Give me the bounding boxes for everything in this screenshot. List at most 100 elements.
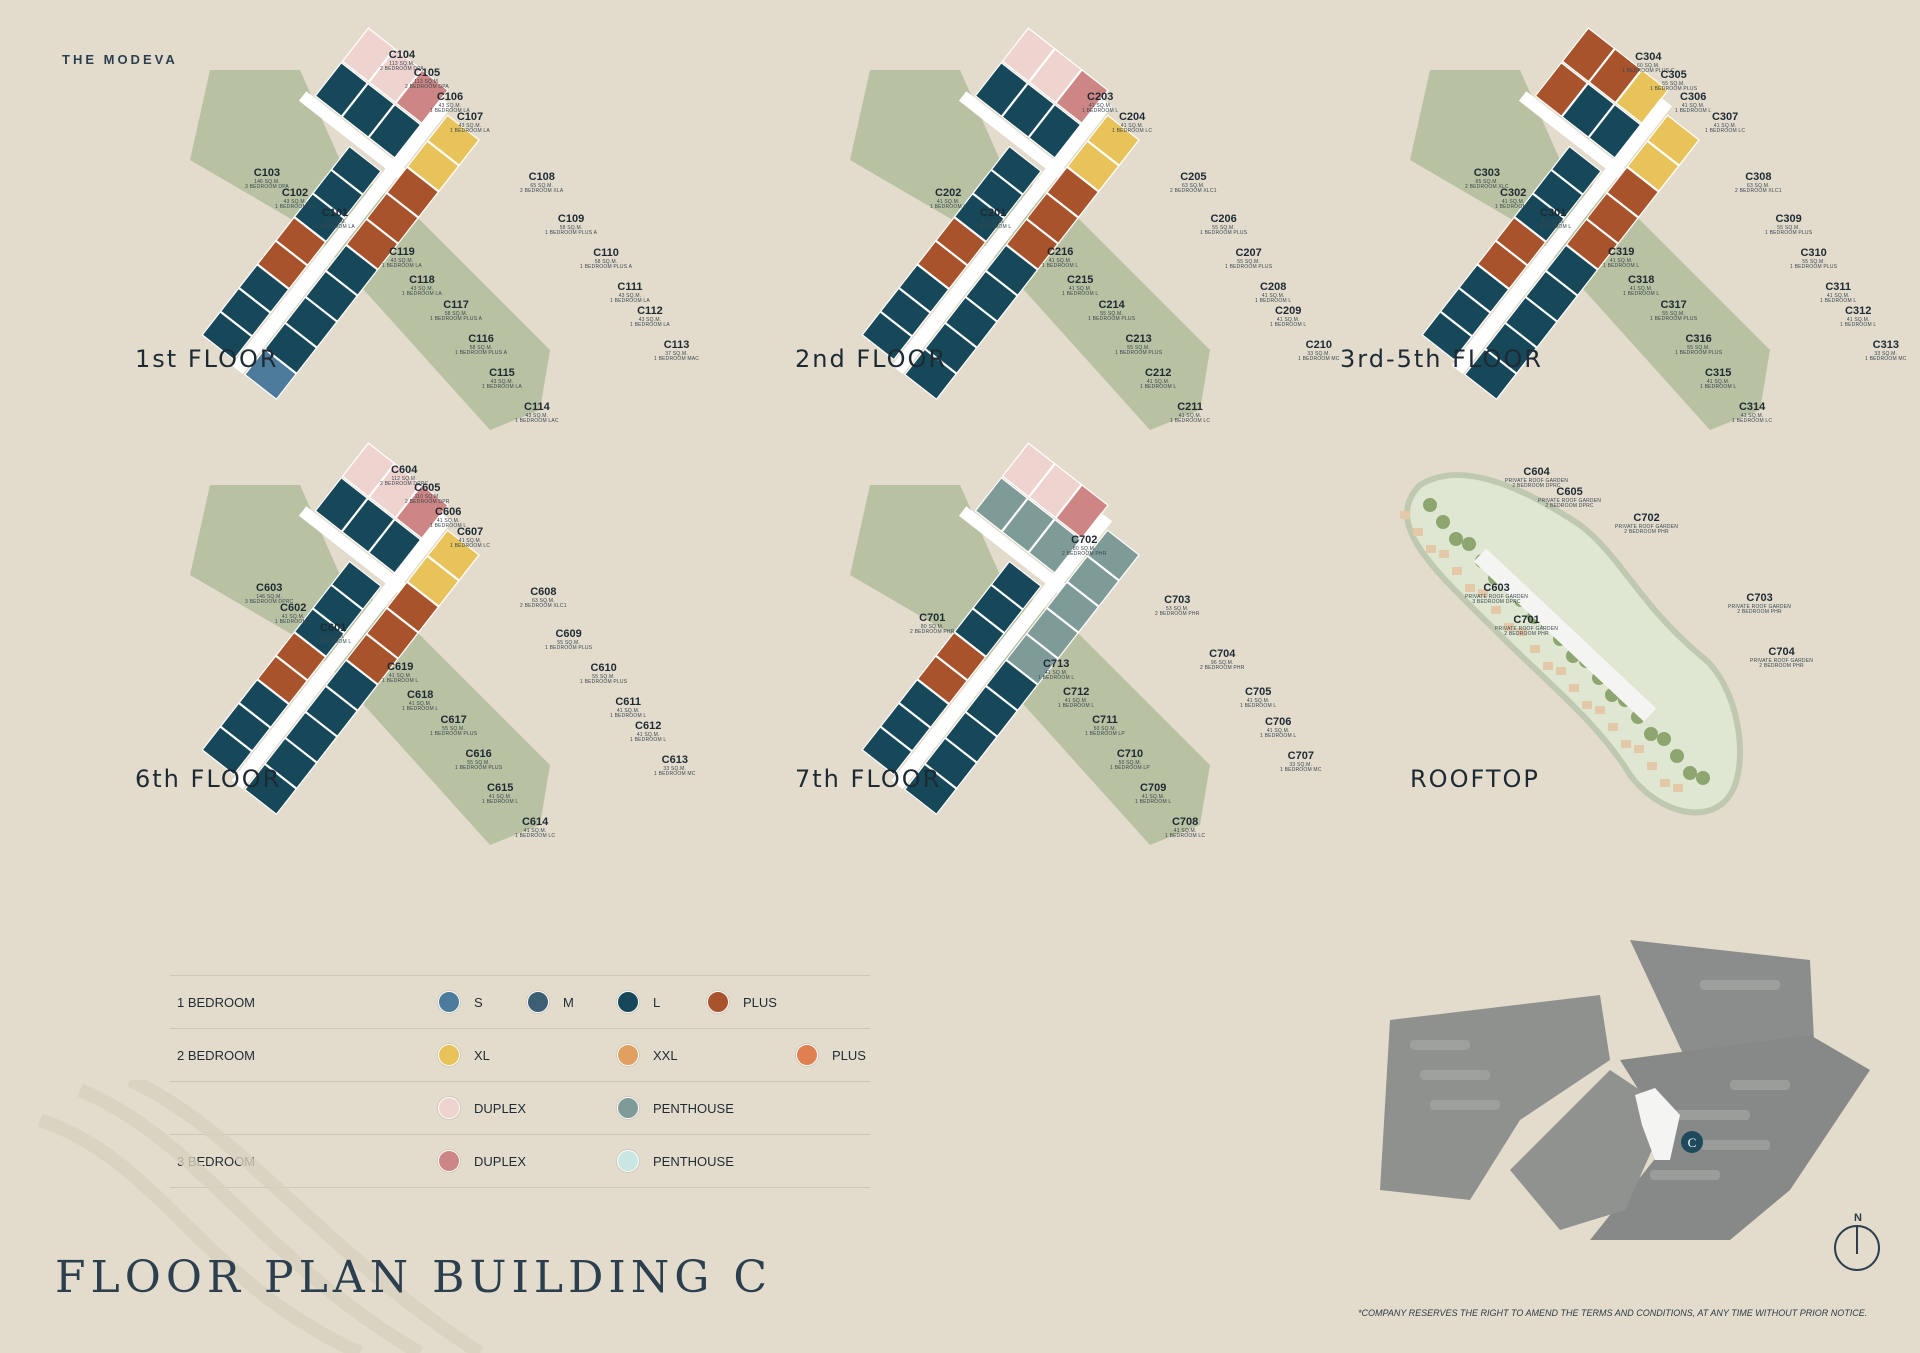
unit-block: [965, 685, 1018, 738]
unit-id: C604: [391, 464, 418, 476]
unit-block: [312, 584, 364, 634]
unit-block: [1513, 193, 1565, 243]
unit-type: 1 BEDROOM PLUS: [455, 764, 503, 771]
unit-size: 58 SQ.M.: [559, 224, 583, 231]
unit-id: C303: [1473, 167, 1501, 179]
unit-block: [944, 296, 998, 349]
building-blocks: [201, 442, 480, 816]
unit-block: [935, 631, 987, 681]
unit-id: C614: [521, 816, 549, 828]
unit-type: 2 BEDROOM DPA: [380, 65, 424, 72]
unit-id: C606: [435, 506, 462, 518]
unit-size: 53 SQ.M.: [1165, 605, 1189, 612]
unit-id: C315: [1705, 367, 1732, 379]
unit-id: C619: [387, 661, 414, 673]
unit-size: 41 SQ.M.: [281, 613, 305, 620]
unit-type: 1 BEDROOM MC: [1280, 766, 1322, 773]
unit-block: [312, 169, 364, 219]
unit-type: 1 BEDROOM LA: [430, 107, 470, 114]
unit-id: C701: [1513, 614, 1540, 626]
unit-type: 1 BEDROOM L: [1042, 262, 1079, 269]
unit-id: C703: [1164, 594, 1191, 606]
unit-id: C304: [1635, 51, 1662, 63]
unit-size: 55 SQ.M.: [1662, 80, 1685, 87]
unit-type: 1 BEDROOM L: [930, 203, 967, 210]
unit-type: 1 BEDROOM PLUS: [1650, 85, 1698, 92]
unit-id: C617: [440, 714, 467, 726]
unit-type: 1 BEDROOM L: [1840, 321, 1877, 328]
unit-id: C209: [1275, 305, 1302, 317]
unit-block: [341, 82, 395, 138]
unit-size: 55 SQ.M.: [1212, 224, 1235, 231]
unit-size: 146 SQ.M.: [254, 178, 280, 185]
rooftop-structure: [1660, 779, 1670, 787]
unit-type: 1 BEDROOM PLUS A: [580, 263, 633, 270]
unit-type: 2 BEDROOM PHR: [1624, 528, 1669, 535]
unit-id: C608: [530, 586, 557, 598]
unit-id: C211: [1177, 401, 1203, 413]
unit-block: [305, 270, 358, 323]
legend-row-3-bedroom: 3 BEDROOM DUPLEX PENTHOUSE: [170, 1135, 870, 1188]
unit-id: C706: [1265, 716, 1292, 728]
unit-size: 41 SQ.M.: [1713, 122, 1737, 129]
unit-size: 55 SQ.M.: [1802, 258, 1825, 265]
unit-type: 1 BEDROOM LC: [1732, 417, 1773, 424]
unit-block: [953, 608, 1005, 658]
unit-block: [1550, 145, 1602, 195]
unit-type: 1 BEDROOM MC: [654, 770, 696, 777]
unit-type: 2 BEDROOM DPA: [405, 83, 449, 90]
corridor: [298, 91, 409, 181]
unit-id: C701: [919, 612, 946, 624]
unit-id: C317: [1660, 299, 1687, 311]
unit-type: 1 BEDROOM MAC: [654, 355, 700, 362]
unit-size: 55 SQ.M.: [1100, 310, 1123, 317]
unit-type: 2 BEDROOM XLC1: [1735, 187, 1782, 194]
unit-size: 63 SQ.M.: [1181, 182, 1205, 189]
unit-type: 1 BEDROOM LC: [1705, 127, 1746, 134]
disclaimer-text: *COMPANY RESERVES THE RIGHT TO AMEND THE…: [1358, 1308, 1868, 1318]
unit-block: [256, 655, 308, 705]
unit-block: [275, 631, 327, 681]
unit-block: [1066, 555, 1120, 607]
unit-id: C109: [557, 213, 585, 225]
unit-type: 1 BEDROOM L: [1260, 732, 1297, 739]
legend-label: XL: [474, 1047, 490, 1063]
unit-id: C609: [555, 628, 582, 640]
unit-size: 65 SQ.M.: [1475, 178, 1499, 185]
unit-block: [345, 218, 399, 271]
unit-id: C210: [1305, 339, 1332, 351]
swatch-3br-duplex: [438, 1150, 460, 1172]
unit-size: 41 SQ.M.: [1740, 412, 1764, 419]
unit-block: [1025, 607, 1079, 659]
unit-size: 55 SQ.M.: [557, 639, 580, 646]
legend-label: M: [563, 994, 574, 1010]
unit-id: C101: [321, 207, 349, 219]
unit-size: 63 SQ.M.: [531, 597, 555, 604]
unit-type: 3 BEDROOM DPA: [245, 183, 289, 190]
unit-type: 1 BEDROOM PLUS: [1675, 349, 1723, 356]
unit-type: 1 BEDROOM PLUS A: [430, 315, 483, 322]
legend-category: 2 BEDROOM: [177, 1048, 256, 1063]
unit-block: [330, 145, 382, 195]
unit-type: 1 BEDROOM LC: [450, 542, 491, 549]
unit-size: 43 SQ.M.: [638, 316, 662, 323]
